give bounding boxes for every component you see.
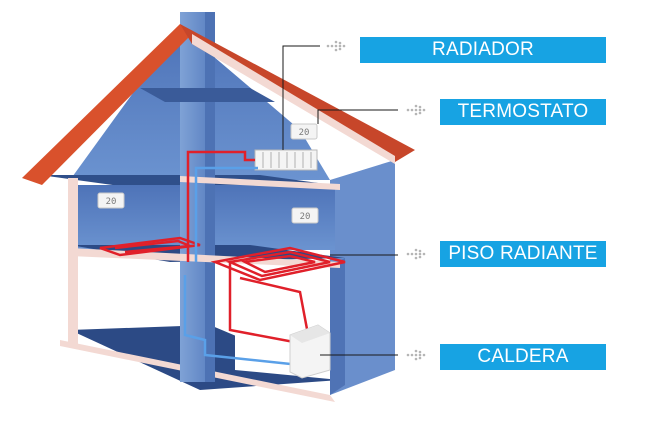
label-termostato: TERMOSTATO [440,99,606,125]
roof-left [22,24,192,185]
label-caldera: CALDERA [440,344,606,370]
thermostat-readout-2: 20 [300,212,311,222]
left-wall-section [68,178,78,345]
roof-edge [192,34,395,164]
dotted-arrow-icon [406,349,426,361]
roof-right [180,24,415,162]
first-floor-edge [180,176,340,190]
label-piso-radiante: PISO RADIANTE [440,241,606,267]
house-structure [22,12,415,402]
hot-pipes [186,150,312,347]
dotted-arrow-icon [406,248,426,260]
lower-room-sidewall [330,258,345,395]
dotted-arrow-icon [326,40,346,52]
thermostat-icon: 20 [290,123,318,140]
attic-shelf [140,88,275,102]
boiler-icon [289,324,331,379]
right-side-wall [330,160,395,395]
thermostat-readout-1: 20 [106,197,117,207]
radiator-icon [254,149,318,171]
dotted-arrow-icon [406,104,426,116]
thermostat-readout-3: 20 [299,128,310,138]
leader-lines [282,45,398,356]
thermostat-icon: 20 [291,207,319,224]
chimney-side [205,12,215,382]
thermostat-icon: 20 [97,192,125,209]
label-radiador: RADIADOR [360,37,606,63]
radiant-floor-coils [99,236,346,282]
cold-pipes [183,166,301,367]
